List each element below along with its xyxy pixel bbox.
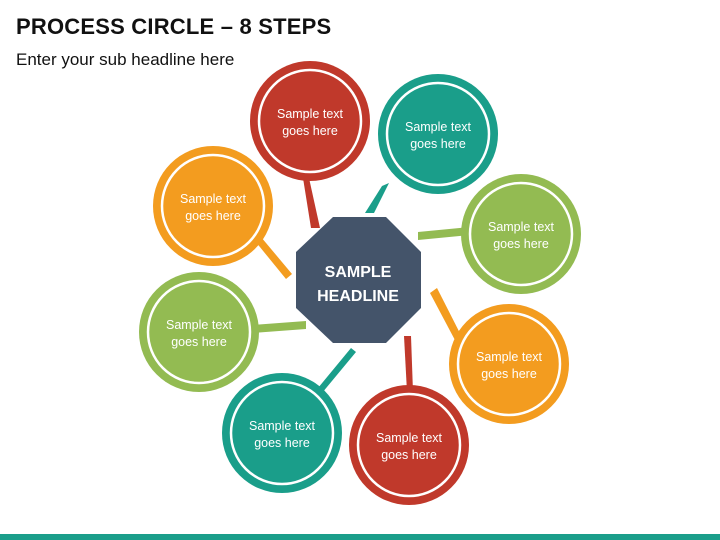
step-text-line2: goes here: [254, 436, 310, 450]
step-inner-ring: [257, 68, 363, 174]
step-text-line1: Sample text: [376, 431, 443, 445]
step-circle: [461, 174, 581, 294]
step-text-line1: Sample text: [405, 120, 472, 134]
step-connector: [404, 336, 413, 392]
step-circle: [349, 385, 469, 505]
center-hub: SAMPLE HEADLINE: [296, 217, 421, 343]
step-bubble: Sample text goes here: [461, 174, 581, 294]
step-inner-ring: [229, 380, 335, 486]
step-connector: [318, 348, 356, 393]
step-bubble: Sample text goes here: [222, 373, 342, 493]
step-inner-ring: [356, 392, 462, 498]
step-text-line2: goes here: [282, 124, 338, 138]
step-bubble: Sample text goes here: [153, 146, 273, 266]
step-connector: [303, 178, 320, 228]
step-text-line2: goes here: [381, 448, 437, 462]
step-bubble: Sample text goes here: [349, 385, 469, 505]
step-bubble: Sample text goes here: [139, 272, 259, 392]
step-text-line1: Sample text: [166, 318, 233, 332]
step-inner-ring: [146, 279, 252, 385]
page-title: PROCESS CIRCLE – 8 STEPS: [16, 14, 332, 39]
step-circle: [153, 146, 273, 266]
step-connector: [255, 237, 292, 279]
center-headline-line2: HEADLINE: [317, 288, 399, 305]
step-text-line2: goes here: [481, 367, 537, 381]
step-circle: [250, 61, 370, 181]
center-octagon: [296, 217, 421, 343]
step-connector: [418, 227, 470, 240]
step-text-line2: goes here: [410, 137, 466, 151]
step-bubble: Sample text goes here: [250, 61, 370, 181]
step-text-line1: Sample text: [180, 192, 247, 206]
step-inner-ring: [160, 153, 266, 259]
step-text-line1: Sample text: [476, 350, 543, 364]
step-circle: [378, 74, 498, 194]
step-connector: [252, 321, 306, 333]
step-inner-ring: [468, 181, 574, 287]
step-inner-ring: [456, 311, 562, 417]
step-circle: [222, 373, 342, 493]
step-text-line2: goes here: [185, 209, 241, 223]
page-subtitle: Enter your sub headline here: [16, 50, 235, 69]
step-connector: [365, 183, 389, 213]
step-circle: [139, 272, 259, 392]
step-bubble: Sample text goes here: [449, 304, 569, 424]
step-text-line2: goes here: [493, 237, 549, 251]
step-text-line1: Sample text: [277, 107, 344, 121]
center-headline-line1: SAMPLE: [325, 264, 392, 281]
step-text-line1: Sample text: [249, 419, 316, 433]
step-text-line2: goes here: [171, 335, 227, 349]
step-bubble: Sample text goes here: [378, 74, 498, 194]
step-inner-ring: [385, 81, 491, 187]
step-circle: [449, 304, 569, 424]
step-text-line1: Sample text: [488, 220, 555, 234]
footer-accent-bar: [0, 534, 720, 540]
